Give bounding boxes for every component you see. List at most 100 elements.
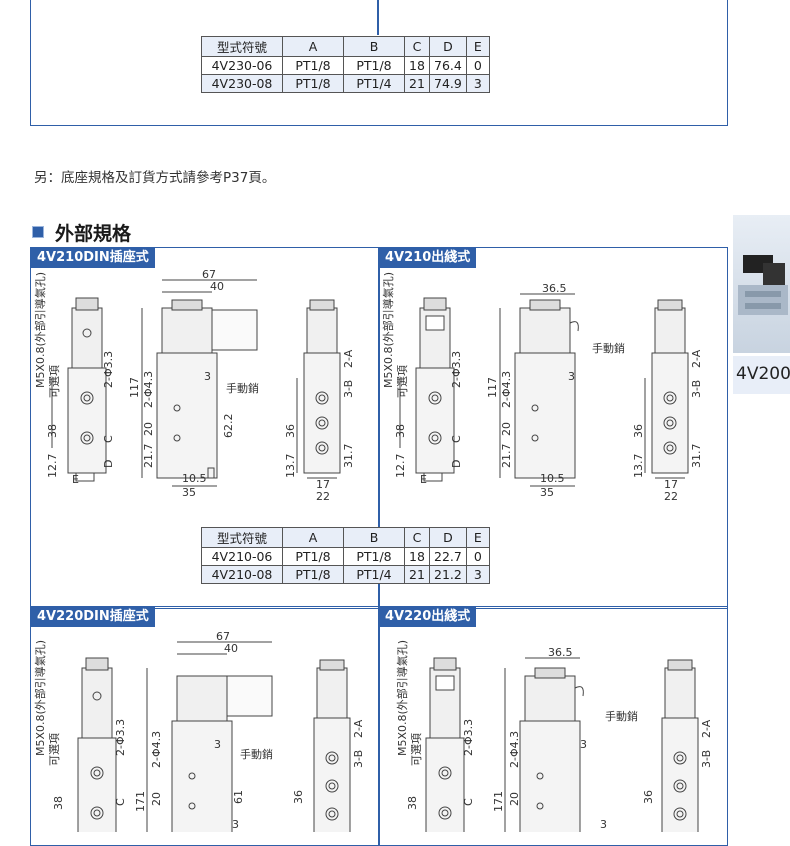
table-header-row: 型式符號 A B C D E	[201, 527, 490, 548]
table-cell: 3	[465, 565, 490, 584]
mount-hole-label: 2-Φ4.3	[150, 731, 163, 768]
dim-label: 35	[540, 486, 554, 499]
dim-label: 3	[232, 818, 239, 831]
top-divider-line	[377, 0, 379, 35]
table-cell: 3	[465, 74, 490, 93]
port-label: 3-B	[690, 380, 703, 398]
table-cell: 4V230-06	[201, 56, 283, 75]
mount-hole-label: 2-Φ4.3	[142, 371, 155, 408]
panel-tag: 4V220出綫式	[379, 607, 477, 627]
panel-4v210-din	[30, 247, 380, 609]
header-cell: A	[282, 527, 344, 548]
dim-label: 36	[292, 790, 305, 804]
hole-label: 2-Φ3.3	[462, 719, 475, 756]
dim-label: 10.5	[540, 472, 565, 485]
header-cell: B	[343, 36, 405, 57]
table-cell: PT1/8	[282, 56, 344, 75]
mount-hole-label: 2-Φ4.3	[500, 371, 513, 408]
dim-label: 3	[600, 818, 607, 831]
dim-label: 20	[150, 792, 163, 806]
manual-pin-label: 手動銷	[605, 709, 638, 723]
table-cell: PT1/8	[282, 565, 344, 584]
dim-label: 10.5	[182, 472, 207, 485]
dim-label: C	[114, 798, 127, 806]
table-cell: 21.2	[429, 565, 467, 584]
port-note-label: M5X0.8(外部引導氣孔)	[381, 272, 395, 388]
dim-label: 117	[128, 377, 141, 398]
optional-label: 可選項	[410, 733, 423, 766]
drawing-4v210-din: 67 40 手動銷 3 10.5 35 E 17 22 M5X0.8(外部引導氣…	[33, 268, 355, 503]
manual-pin-label: 手動銷	[240, 747, 273, 761]
table-header-row: 型式符號 A B C D E	[201, 36, 490, 57]
table-cell: 18	[404, 56, 430, 75]
table-cell: 21	[404, 565, 430, 584]
table-cell: PT1/8	[282, 547, 344, 566]
dim-label: E	[420, 473, 427, 486]
port-label: 2-A	[700, 719, 713, 738]
header-cell: D	[429, 36, 467, 57]
product-thumbnail	[733, 215, 790, 353]
dim-label: 3	[204, 370, 211, 383]
dim-label: 3	[214, 738, 221, 751]
dim-label: 17	[316, 478, 330, 491]
port-note-label: M5X0.8(外部引導氣孔)	[395, 640, 409, 756]
base-spec-note: 另：底座規格及訂貨方式請參考P37頁。	[34, 170, 276, 186]
dim-label: 40	[224, 642, 238, 655]
dim-label: D	[102, 460, 115, 468]
dim-label: 35	[182, 486, 196, 499]
table-cell: 4V210-08	[201, 565, 283, 584]
port-label: 2-A	[342, 349, 355, 368]
panel-tag: 4V210DIN插座式	[31, 248, 155, 268]
dim-label: 67	[216, 630, 230, 643]
hole-label: 2-Φ3.3	[114, 719, 127, 756]
drawing-4v220-din: 67 40 手動銷 3 3 M5X0.8(外部引導氣孔) 可選項 2-Φ3.3 …	[33, 630, 365, 832]
header-cell: B	[343, 527, 405, 548]
dim-label: 3	[580, 738, 587, 751]
product-label-box	[733, 356, 790, 394]
table-cell: 0	[465, 547, 490, 566]
table-cell: 22.7	[429, 547, 467, 566]
section-title: 外部規格	[55, 223, 132, 245]
dim-label: 20	[508, 792, 521, 806]
valve-photo-icon	[738, 255, 788, 315]
dim-label: 36.5	[542, 282, 567, 295]
top-model-table: 型式符號 A B C D E 4V230-06 PT1/8 PT1/8 18 7…	[201, 36, 490, 93]
dim-label: 3	[568, 370, 575, 383]
dim-label: 38	[406, 796, 419, 810]
optional-label: 可選項	[48, 365, 61, 398]
dim-label: C	[462, 798, 475, 806]
header-cell: 型式符號	[201, 36, 283, 57]
hole-label: 2-Φ3.3	[450, 351, 463, 388]
dim-label: 31.7	[690, 444, 703, 469]
manual-pin-label: 手動銷	[226, 381, 259, 395]
table-cell: 76.4	[429, 56, 467, 75]
port-label: 3-B	[352, 750, 365, 768]
header-cell: A	[282, 36, 344, 57]
dim-label: 67	[202, 268, 216, 281]
dim-label: 22	[316, 490, 330, 503]
dim-label: 117	[486, 377, 499, 398]
dim-label: 12.7	[46, 454, 59, 479]
section-bullet-icon	[32, 226, 44, 238]
table-cell: 21	[404, 74, 430, 93]
header-cell: D	[429, 527, 467, 548]
dim-label: 21.7	[500, 444, 513, 469]
table-cell: 0	[465, 56, 490, 75]
dim-label: C	[450, 435, 463, 443]
header-cell: E	[465, 36, 490, 57]
dim-label: 171	[492, 791, 505, 812]
dim-label: 171	[134, 791, 147, 812]
header-cell: 型式符號	[201, 527, 283, 548]
mid-model-table: 型式符號 A B C D E 4V210-06 PT1/8 PT1/8 18 2…	[201, 527, 490, 584]
dim-label: 38	[46, 424, 59, 438]
port-note-label: M5X0.8(外部引導氣孔)	[33, 272, 47, 388]
drawing-4v210-wire: 36.5 手動銷 3 10.5 35 E 17 22 M5X0.8(外部引導氣孔…	[381, 272, 703, 503]
dim-label: 22	[664, 490, 678, 503]
dim-label: 36	[632, 424, 645, 438]
table-cell: 18	[404, 547, 430, 566]
dim-label: D	[450, 460, 463, 468]
dim-label: 38	[52, 796, 65, 810]
drawing-4v220-wire: 36.5 手動銷 3 3 M5X0.8(外部引導氣孔) 可選項 2-Φ3.3 C…	[395, 640, 713, 832]
table-row: 4V230-06 PT1/8 PT1/8 18 76.4 0	[201, 56, 490, 75]
optional-label: 可選項	[48, 733, 61, 766]
